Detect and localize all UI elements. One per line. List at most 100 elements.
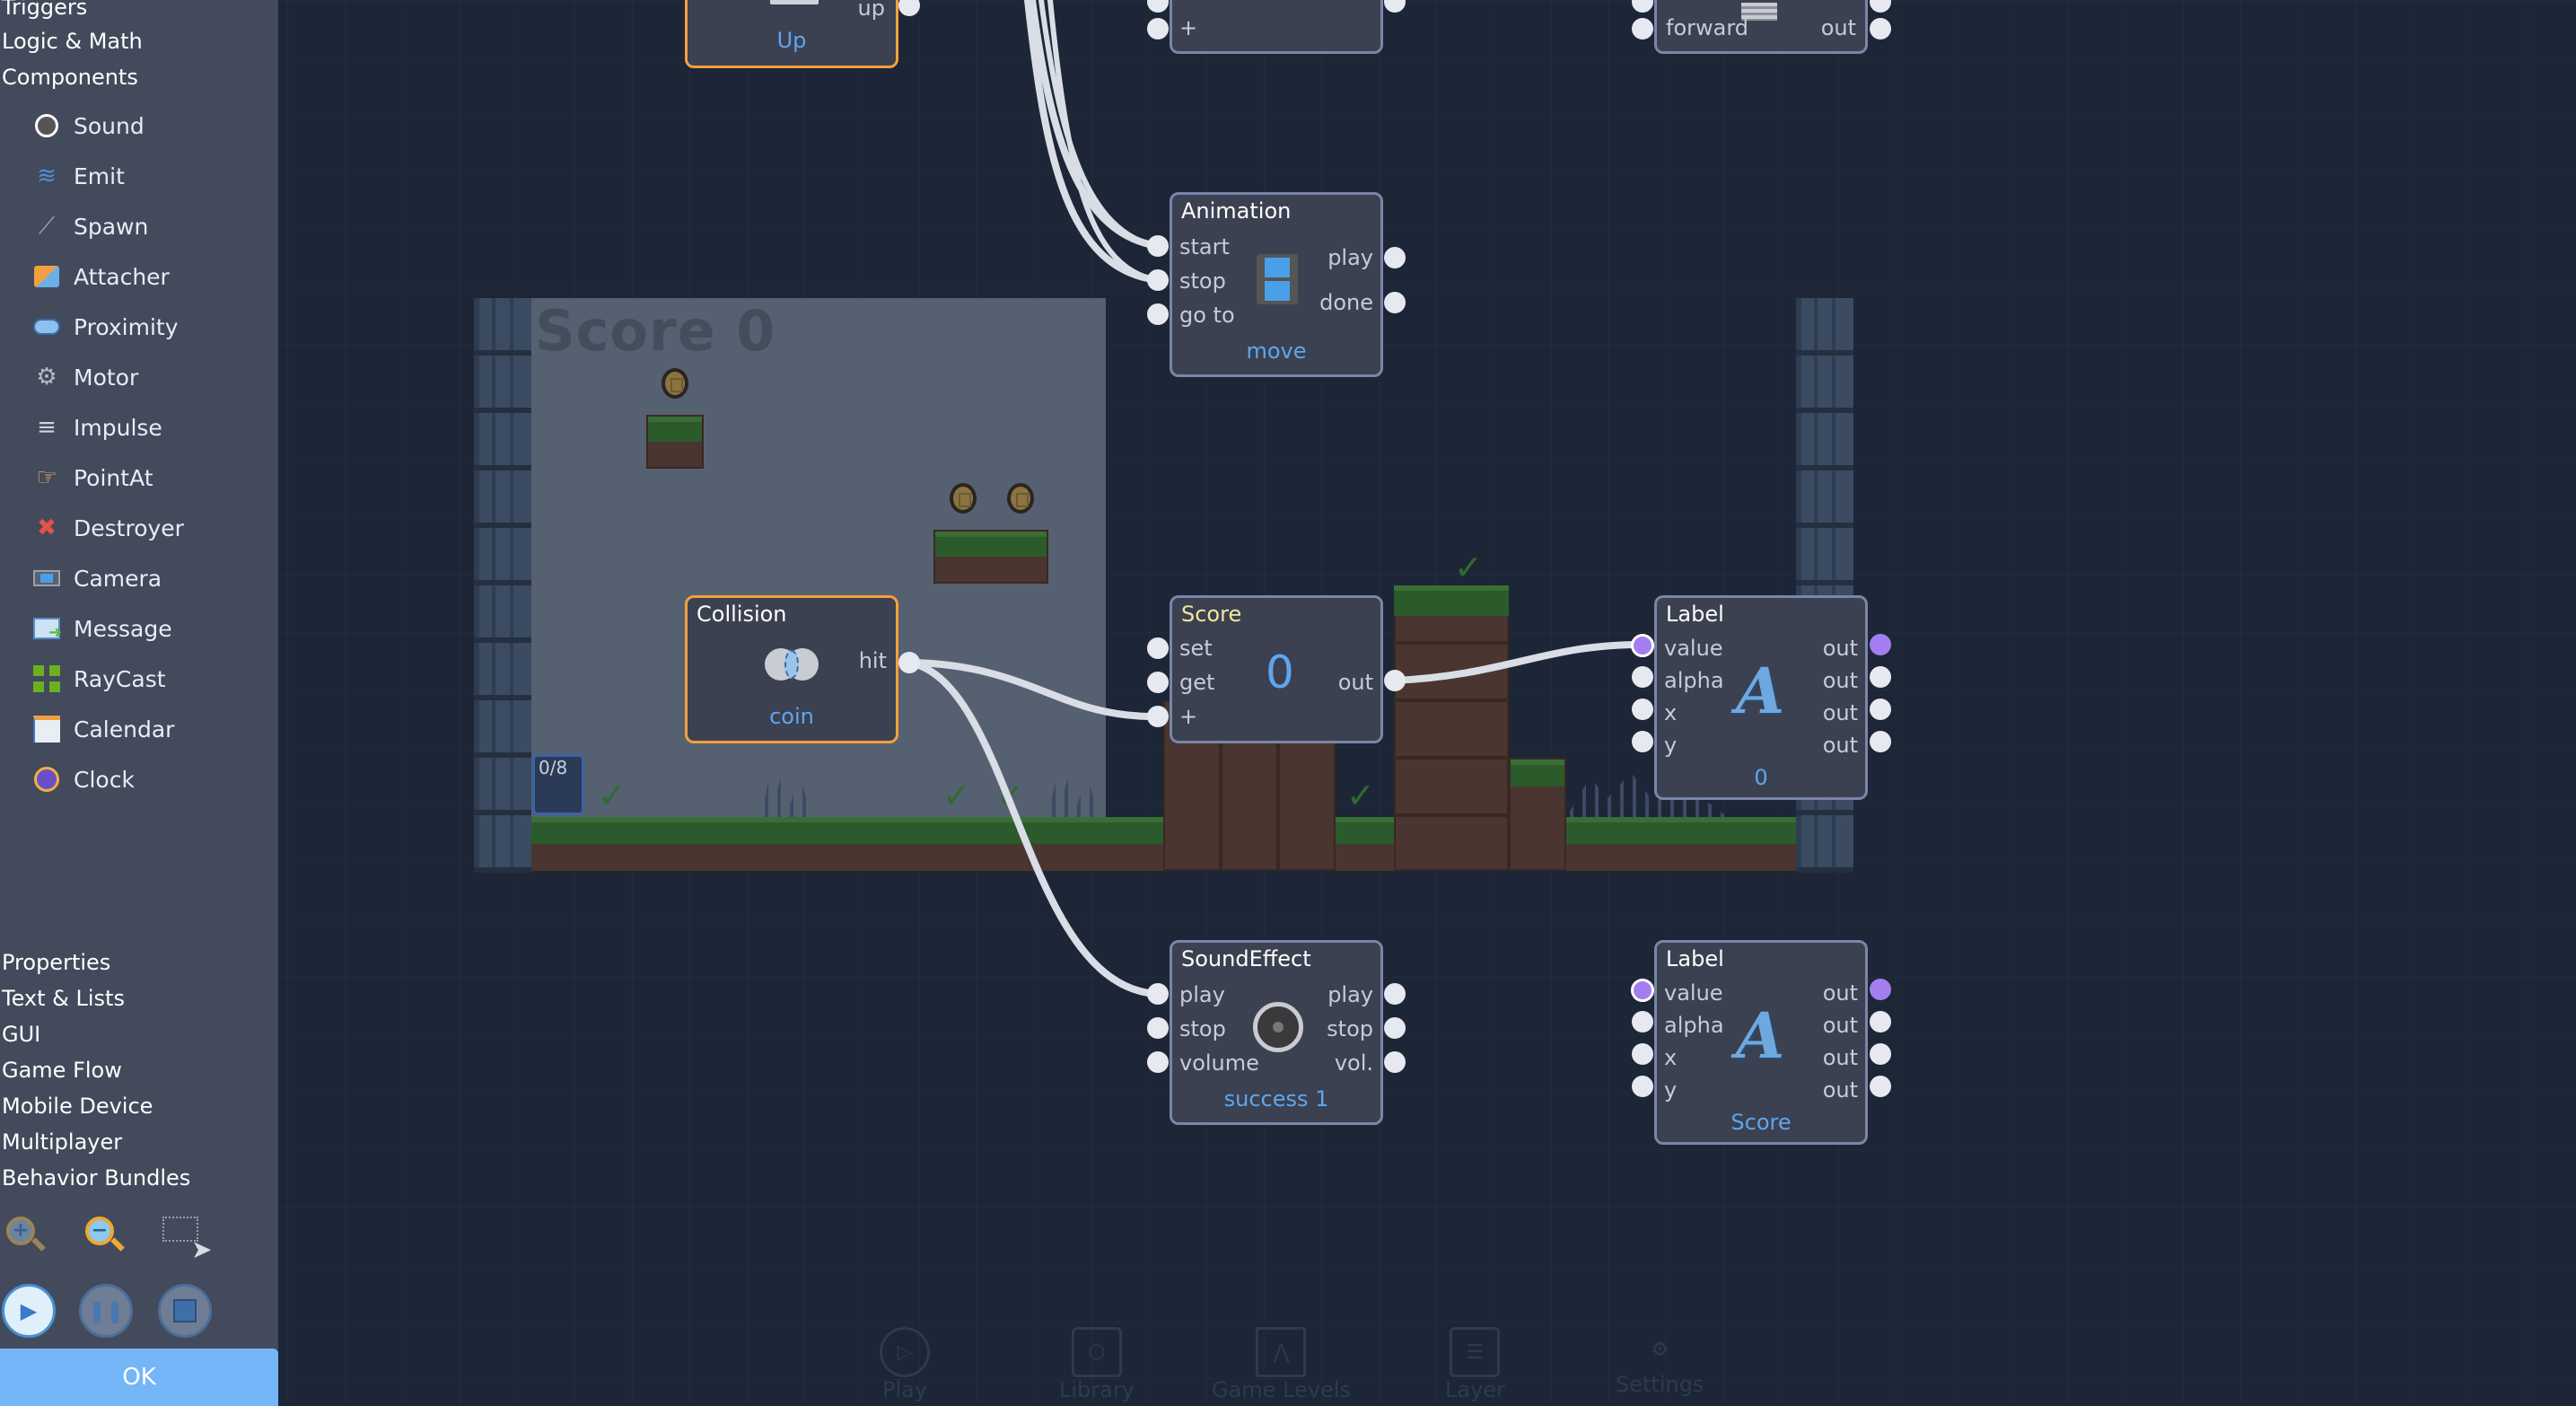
port-label-volume: volume	[1179, 1050, 1259, 1076]
port-out[interactable]	[1870, 731, 1891, 752]
component-spawn[interactable]: ⟋ Spawn	[32, 207, 148, 246]
port-out-up[interactable]	[898, 0, 920, 16]
select-tool-button[interactable]: ➤	[154, 1210, 212, 1264]
port-in-start[interactable]	[1147, 235, 1169, 257]
node-top-counter[interactable]: +	[1170, 0, 1383, 54]
component-motor[interactable]: ⚙ Motor	[32, 357, 138, 397]
bottom-nav-settings[interactable]: ⚙ Settings	[1616, 1327, 1704, 1406]
bottom-nav-play[interactable]: ▷ Play	[880, 1327, 930, 1406]
sliders-icon: ⚙	[1651, 1338, 1669, 1361]
port-out-vol[interactable]	[1384, 1051, 1406, 1073]
component-pointat[interactable]: ☞ PointAt	[32, 458, 153, 497]
category-mobile-device[interactable]: Mobile Device	[2, 1094, 153, 1119]
port-in-y[interactable]	[1632, 1076, 1653, 1097]
port-label-x: x	[1664, 1045, 1678, 1070]
ok-button[interactable]: OK	[0, 1349, 278, 1406]
port-in-plus[interactable]	[1147, 18, 1169, 40]
text-label-icon: A	[1736, 998, 1785, 1073]
component-attacher[interactable]: Attacher	[32, 257, 170, 296]
port-in-forward[interactable]	[1632, 18, 1653, 40]
component-message[interactable]: ➜ Message	[32, 609, 172, 648]
port-in-plus[interactable]	[1147, 706, 1169, 727]
port-in-set[interactable]	[1147, 637, 1169, 659]
node-label-score[interactable]: Label value alpha x y out out out out A …	[1654, 940, 1868, 1145]
node-animation[interactable]: Animation start stop go to play done mov…	[1170, 192, 1383, 377]
play-button[interactable]: ▶	[2, 1284, 56, 1338]
component-emit[interactable]: ≋ Emit	[32, 156, 125, 196]
component-sound[interactable]: Sound	[32, 106, 145, 145]
port-out[interactable]	[1870, 666, 1891, 688]
port-out[interactable]	[1870, 699, 1891, 720]
port-out[interactable]	[1870, 0, 1891, 13]
node-up[interactable]: up Up	[685, 0, 898, 68]
node-title: Animation	[1181, 198, 1292, 224]
port-out-score[interactable]	[1384, 670, 1406, 691]
port-in-x[interactable]	[1632, 699, 1653, 720]
pointing-hand-icon: ☞	[36, 464, 57, 491]
port-out-stop[interactable]	[1384, 1017, 1406, 1039]
category-logic-math[interactable]: Logic & Math	[2, 29, 143, 54]
port-out-play[interactable]	[1384, 247, 1406, 268]
port-in-play[interactable]	[1147, 983, 1169, 1005]
port-in-get[interactable]	[1147, 672, 1169, 693]
bottom-nav-layer[interactable]: ☰ Layer	[1445, 1327, 1505, 1406]
component-destroyer[interactable]: ✖ Destroyer	[32, 508, 184, 548]
port-in-x[interactable]	[1632, 1043, 1653, 1065]
collision-icon	[765, 648, 819, 681]
port-out-done[interactable]	[1384, 292, 1406, 313]
component-camera[interactable]: Camera	[32, 558, 162, 598]
stop-button[interactable]	[158, 1284, 212, 1338]
port-out-play[interactable]	[1384, 983, 1406, 1005]
port-out[interactable]	[1870, 18, 1891, 40]
port-out[interactable]	[1870, 1011, 1891, 1033]
node-soundeffect[interactable]: SoundEffect play stop volume play stop v…	[1170, 940, 1383, 1125]
port-out[interactable]	[1384, 0, 1406, 13]
port-in-stop[interactable]	[1147, 269, 1169, 291]
category-components[interactable]: Components	[2, 65, 138, 90]
crate-tower	[1394, 585, 1509, 871]
category-properties[interactable]: Properties	[2, 950, 111, 975]
component-proximity[interactable]: Proximity	[32, 307, 179, 347]
port-in-volume[interactable]	[1147, 1051, 1169, 1073]
category-game-flow[interactable]: Game Flow	[2, 1058, 122, 1083]
port-in-value[interactable]	[1631, 979, 1654, 1002]
bottom-nav-library[interactable]: ⬡ Library	[1059, 1327, 1135, 1406]
category-multiplayer[interactable]: Multiplayer	[2, 1129, 123, 1155]
port-in-alpha[interactable]	[1632, 1011, 1653, 1033]
component-clock[interactable]: Clock	[32, 760, 135, 799]
port-out[interactable]	[1870, 1076, 1891, 1097]
category-behavior-bundles[interactable]: Behavior Bundles	[2, 1165, 191, 1191]
port-in-stop[interactable]	[1147, 1017, 1169, 1039]
weed: ✓	[1346, 776, 1375, 815]
component-impulse[interactable]: ≡ Impulse	[32, 408, 162, 447]
port-in-alpha[interactable]	[1632, 666, 1653, 688]
component-label: RayCast	[74, 665, 166, 692]
port-in[interactable]	[1632, 0, 1653, 13]
player-character[interactable]: 0/8	[532, 754, 584, 815]
node-score[interactable]: Score set get + 0 out	[1170, 595, 1383, 743]
port-in-y[interactable]	[1632, 731, 1653, 752]
player-tag: 0/8	[539, 757, 568, 778]
node-label-value[interactable]: Label value alpha x y out out out out A …	[1654, 595, 1868, 800]
category-gui[interactable]: GUI	[2, 1022, 41, 1047]
category-text-lists[interactable]: Text & Lists	[2, 986, 125, 1011]
pause-button[interactable]: ❚❚	[79, 1284, 133, 1338]
ground	[1566, 817, 1796, 871]
category-triggers[interactable]: Triggers	[2, 0, 88, 20]
node-collision[interactable]: Collision hit coin	[685, 595, 898, 743]
zoom-out-button[interactable]: −	[79, 1210, 133, 1264]
port-out-value[interactable]	[1870, 634, 1891, 655]
coin	[950, 483, 977, 514]
zoom-in-button[interactable]: +	[0, 1210, 54, 1264]
component-label: Attacher	[74, 263, 170, 290]
component-label: Clock	[74, 766, 135, 793]
port-out[interactable]	[1870, 1043, 1891, 1065]
port-in-value[interactable]	[1631, 634, 1654, 657]
port-out-value[interactable]	[1870, 979, 1891, 1000]
component-calendar[interactable]: Calendar	[32, 709, 174, 749]
node-top-motor[interactable]: forward out	[1654, 0, 1868, 54]
port-in-goto[interactable]	[1147, 303, 1169, 325]
port-out-hit[interactable]	[898, 652, 920, 673]
bottom-nav-game-levels[interactable]: ⋀ Game Levels	[1212, 1327, 1351, 1406]
component-raycast[interactable]: RayCast	[32, 659, 166, 699]
